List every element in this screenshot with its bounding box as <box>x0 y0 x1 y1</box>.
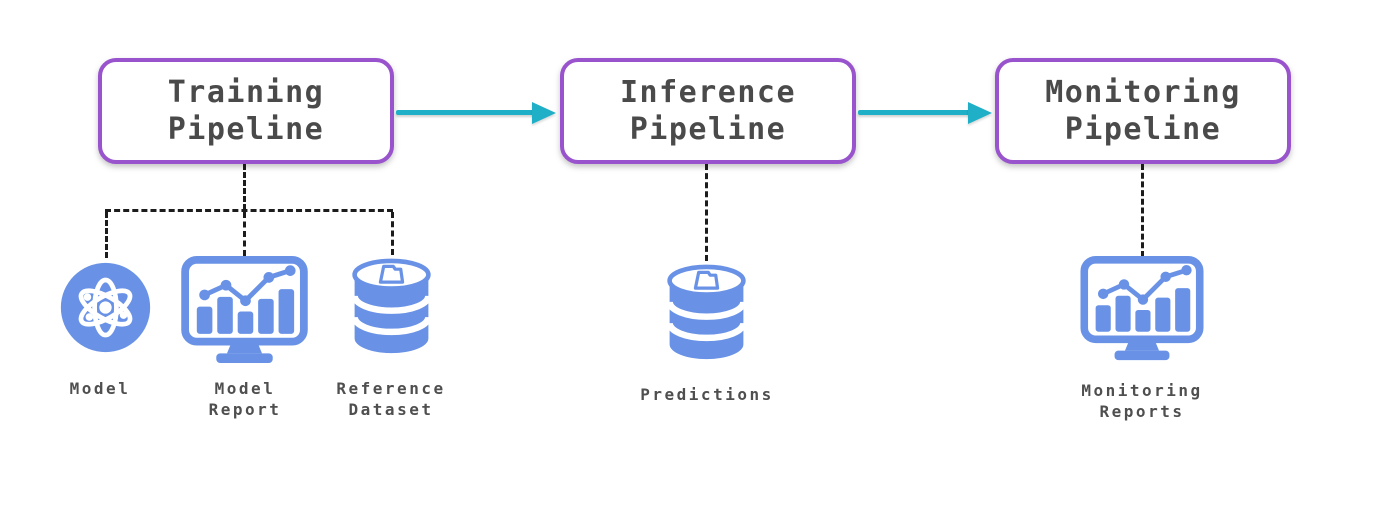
node-title: Inference Pipeline <box>620 74 796 148</box>
database-icon <box>350 255 433 359</box>
node-title-line: Pipeline <box>1064 112 1222 147</box>
atom-icon <box>58 260 153 355</box>
label-model-report: Model Report <box>145 378 345 420</box>
connector-training-branch <box>105 209 393 212</box>
node-title: Training Pipeline <box>168 74 325 148</box>
chart-monitor-icon <box>181 256 308 365</box>
label-line: Predictions <box>640 385 774 404</box>
label-model: Model <box>0 378 200 399</box>
arrowhead-training-to-inference-icon <box>532 102 556 124</box>
node-title-line: Inference <box>619 75 797 110</box>
label-line: Reference <box>336 379 446 398</box>
connector-training-model-report <box>243 212 246 256</box>
chart-monitor-icon <box>1080 256 1204 362</box>
connector-monitoring-reports <box>1141 164 1144 257</box>
node-monitoring-pipeline: Monitoring Pipeline <box>995 58 1291 164</box>
label-line: Reports <box>1099 402 1185 421</box>
label-monitoring-reports: Monitoring Reports <box>1042 380 1242 422</box>
arrow-inference-to-monitoring <box>858 110 970 115</box>
node-title-line: Pipeline <box>167 112 325 147</box>
label-line: Monitoring <box>1081 381 1203 400</box>
label-line: Dataset <box>348 400 434 419</box>
arrowhead-inference-to-monitoring-icon <box>968 102 992 124</box>
node-training-pipeline: Training Pipeline <box>98 58 394 164</box>
arrow-training-to-inference <box>396 110 534 115</box>
label-predictions: Predictions <box>607 384 807 405</box>
connector-training-model <box>105 212 108 258</box>
node-title-line: Monitoring <box>1045 75 1241 110</box>
label-line: Model <box>214 379 276 398</box>
label-line: Model <box>69 379 131 398</box>
label-reference-dataset: Reference Dataset <box>291 378 491 420</box>
node-title-line: Training <box>167 75 325 110</box>
connector-inference-predictions <box>705 164 708 261</box>
node-title: Monitoring Pipeline <box>1045 74 1241 148</box>
node-inference-pipeline: Inference Pipeline <box>560 58 856 164</box>
connector-training-stem <box>243 164 246 210</box>
label-line: Report <box>208 400 282 419</box>
connector-training-reference-dataset <box>391 212 394 255</box>
database-icon <box>665 261 748 365</box>
node-title-line: Pipeline <box>629 112 787 147</box>
